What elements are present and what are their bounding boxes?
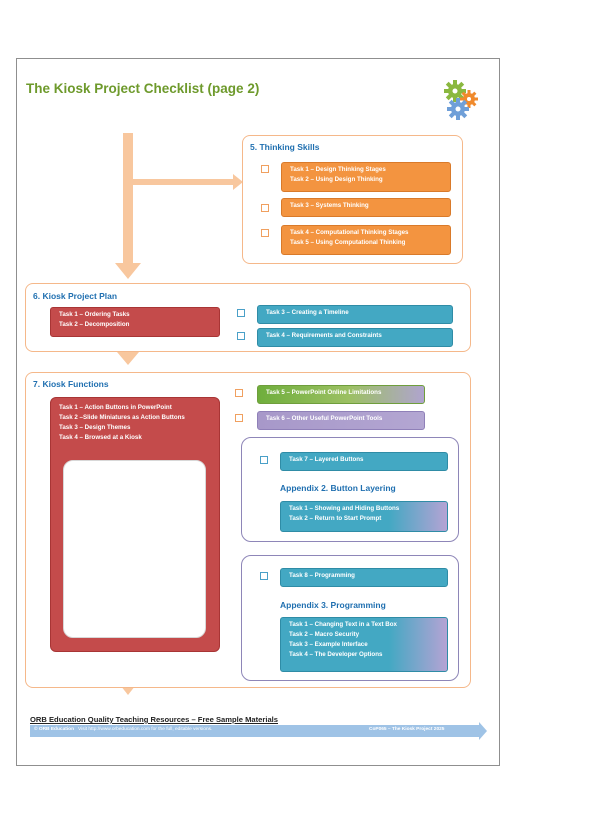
task-checkbox[interactable] bbox=[260, 572, 268, 580]
appendix-2-tasks: Task 1 – Showing and Hiding Buttons Task… bbox=[280, 501, 448, 532]
task-checkbox[interactable] bbox=[261, 229, 269, 237]
thinking-group-2: Task 3 – Systems Thinking bbox=[281, 198, 451, 217]
footer-title: ORB Education Quality Teaching Resources… bbox=[30, 715, 278, 724]
project-plan-title: 6. Kiosk Project Plan bbox=[33, 291, 118, 301]
task-label: Task 5 – Using Computational Thinking bbox=[290, 239, 406, 246]
task-checkbox[interactable] bbox=[235, 414, 243, 422]
functions-task-5: Task 5 – PowerPoint Online Limitations bbox=[257, 385, 425, 404]
task-label: Task 8 – Programming bbox=[289, 572, 355, 579]
appendix-3-title: Appendix 3. Programming bbox=[280, 600, 386, 610]
task-checkbox[interactable] bbox=[235, 389, 243, 397]
checklist-page: The Kiosk Project Checklist (page 2) bbox=[16, 58, 500, 766]
task-checkbox[interactable] bbox=[261, 204, 269, 212]
task-label: Task 7 – Layered Buttons bbox=[289, 456, 364, 463]
task-checkbox[interactable] bbox=[237, 309, 245, 317]
task-label: Task 6 – Other Useful PowerPoint Tools bbox=[266, 415, 383, 422]
gears-icon bbox=[444, 80, 478, 120]
page-title: The Kiosk Project Checklist (page 2) bbox=[26, 81, 260, 96]
task-label: Task 1 – Showing and Hiding Buttons bbox=[289, 505, 400, 512]
task-label: Task 4 – Computational Thinking Stages bbox=[290, 229, 409, 236]
task-label: Task 5 – PowerPoint Online Limitations bbox=[266, 389, 382, 396]
appendix-2-task: Task 7 – Layered Buttons bbox=[280, 452, 448, 471]
task-label: Task 1 – Action Buttons in PowerPoint bbox=[59, 404, 172, 411]
plan-task-3: Task 3 – Creating a Timeline bbox=[257, 305, 453, 324]
notes-area[interactable] bbox=[63, 460, 206, 638]
appendix-2-title: Appendix 2. Button Layering bbox=[280, 483, 396, 493]
task-label: Task 2 – Macro Security bbox=[289, 631, 360, 638]
plan-task-4: Task 4 – Requirements and Constraints bbox=[257, 328, 453, 347]
task-label: Task 2 –Slide Miniatures as Action Butto… bbox=[59, 414, 185, 421]
task-checkbox[interactable] bbox=[261, 165, 269, 173]
plan-left-tasks: Task 1 – Ordering Tasks Task 2 – Decompo… bbox=[50, 307, 220, 337]
footer-arrow-icon bbox=[479, 722, 487, 740]
task-label: Task 3 – Design Themes bbox=[59, 424, 131, 431]
functions-task-6: Task 6 – Other Useful PowerPoint Tools bbox=[257, 411, 425, 430]
footer-brand: © ORB Education bbox=[34, 727, 75, 732]
thinking-group-1: Task 1 – Design Thinking Stages Task 2 –… bbox=[281, 162, 451, 192]
task-checkbox[interactable] bbox=[260, 456, 268, 464]
task-label: Task 3 – Systems Thinking bbox=[290, 202, 369, 209]
task-label: Task 3 – Example Interface bbox=[289, 641, 368, 648]
appendix-3-tasks: Task 1 – Changing Text in a Text Box Tas… bbox=[280, 617, 448, 672]
functions-left-tasks: Task 1 – Action Buttons in PowerPoint Ta… bbox=[50, 397, 220, 652]
appendix-3-task: Task 8 – Programming bbox=[280, 568, 448, 587]
thinking-skills-title: 5. Thinking Skills bbox=[250, 142, 320, 152]
task-checkbox[interactable] bbox=[237, 332, 245, 340]
footer-visit-link[interactable]: Visit http://www.orbeducation.com for th… bbox=[78, 727, 213, 732]
footer-bar bbox=[30, 725, 479, 737]
task-label: Task 4 – Browsed at a Kiosk bbox=[59, 434, 142, 441]
task-label: Task 1 – Design Thinking Stages bbox=[290, 166, 386, 173]
task-label: Task 4 – The Developer Options bbox=[289, 651, 383, 658]
task-label: Task 2 – Return to Start Prompt bbox=[289, 515, 382, 522]
task-label: Task 2 – Decomposition bbox=[59, 321, 130, 328]
footer-credit: © ORB Education Visit http://www.orbeduc… bbox=[34, 727, 212, 732]
task-label: Task 1 – Changing Text in a Text Box bbox=[289, 621, 397, 628]
kiosk-functions-title: 7. Kiosk Functions bbox=[33, 379, 109, 389]
task-label: Task 1 – Ordering Tasks bbox=[59, 311, 130, 318]
thinking-group-3: Task 4 – Computational Thinking Stages T… bbox=[281, 225, 451, 255]
footer-code: CoP065 – The Kiosk Project 2025 bbox=[369, 727, 445, 732]
task-label: Task 4 – Requirements and Constraints bbox=[266, 332, 382, 339]
task-label: Task 2 – Using Design Thinking bbox=[290, 176, 383, 183]
task-label: Task 3 – Creating a Timeline bbox=[266, 309, 349, 316]
